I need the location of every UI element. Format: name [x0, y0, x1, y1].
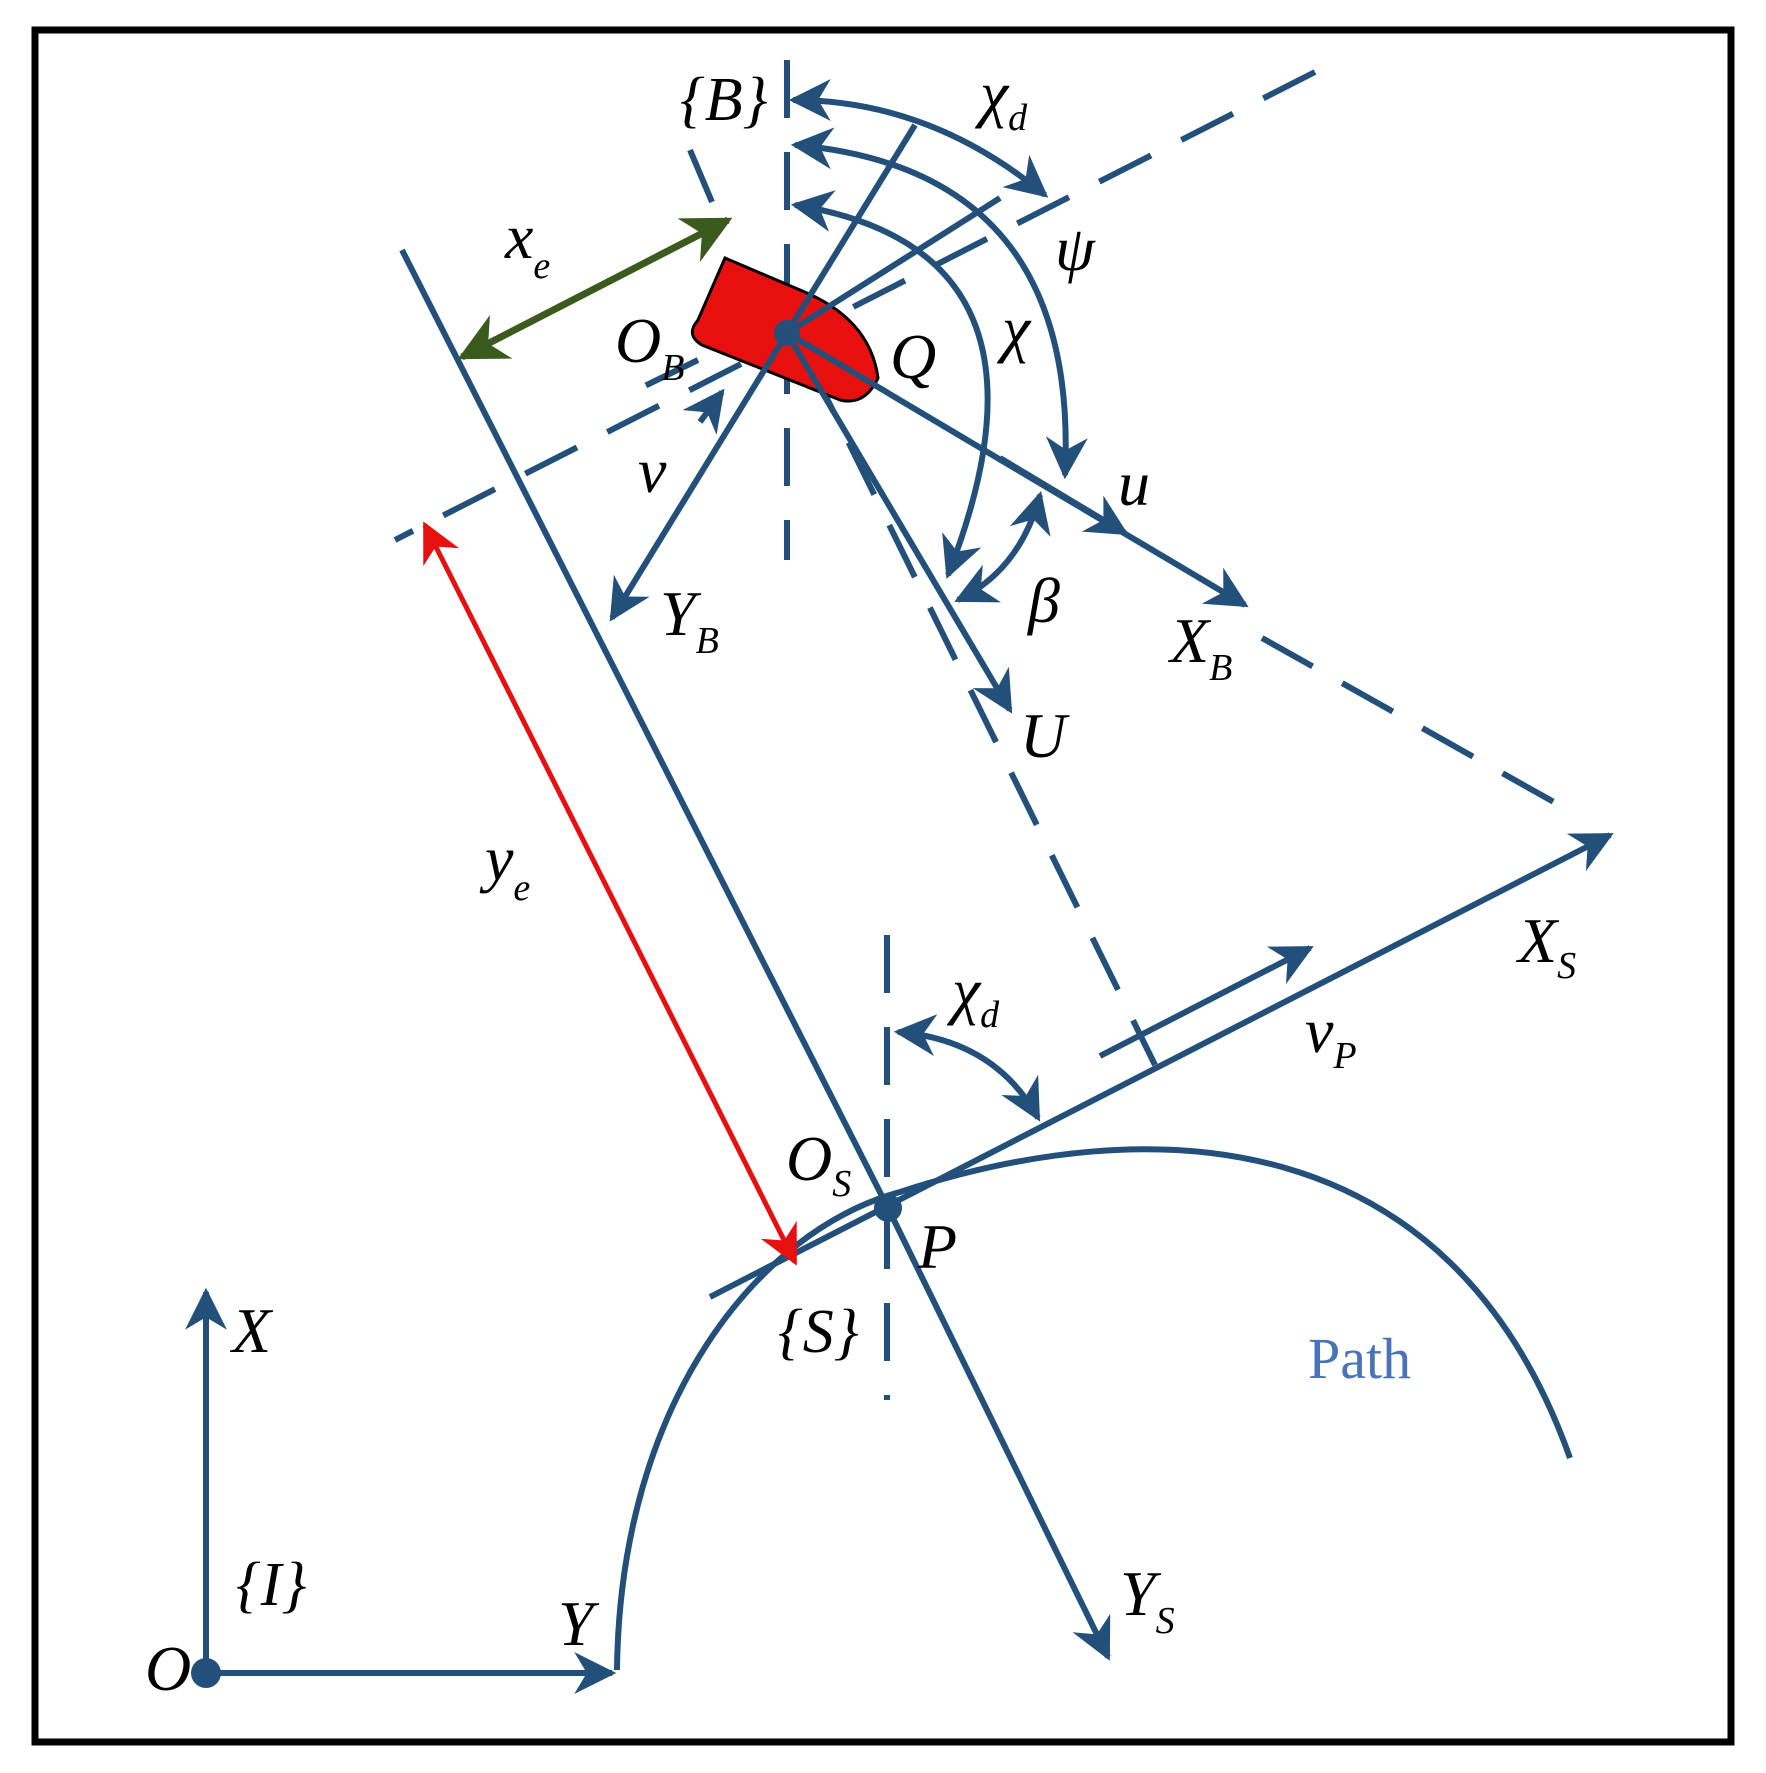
- label-OS: OS: [786, 1123, 851, 1205]
- label-X: X: [229, 1295, 274, 1366]
- label-vP: vP: [1305, 995, 1357, 1077]
- curved-path: [614, 1146, 1573, 1671]
- path-point-dot: [874, 1194, 902, 1222]
- vessel-center-dot: [774, 320, 800, 346]
- label-u: u: [1118, 448, 1150, 519]
- label-path: Path: [1308, 1326, 1411, 1391]
- label-P: P: [917, 1211, 957, 1282]
- label-chi-d-bottom: χd: [946, 955, 1000, 1036]
- xs-axis: [708, 832, 1614, 1300]
- ys-axis: [885, 1206, 1111, 1661]
- label-chi: χ: [996, 293, 1032, 364]
- psi-arc: [790, 127, 1088, 480]
- label-U: U: [1020, 700, 1070, 771]
- path-normal-line: [399, 248, 891, 1210]
- label-frame-I: {I}: [236, 1551, 306, 1619]
- label-YS: YS: [1120, 1558, 1175, 1642]
- body-yb-lower-dashed: [618, 357, 700, 401]
- label-O: O: [145, 1633, 191, 1704]
- body-xb-extension-dashed: [1260, 635, 1570, 813]
- label-v: v: [638, 435, 667, 506]
- label-Y: Y: [558, 1588, 600, 1659]
- vp-arrow: [1098, 945, 1314, 1059]
- label-psi: ψ: [1055, 213, 1096, 284]
- perpendicular-to-path-dashed: [393, 69, 1317, 543]
- v-arrow: [682, 388, 725, 435]
- label-beta: β: [1026, 565, 1060, 636]
- label-xe: xe: [504, 201, 550, 287]
- beta-arc: [954, 490, 1051, 603]
- label-frame-B: {B}: [680, 66, 768, 134]
- label-XS: XS: [1515, 905, 1576, 987]
- label-YB: YB: [660, 578, 719, 662]
- chi-arc: [790, 190, 991, 579]
- ye-arrow: [422, 521, 798, 1266]
- label-XB: XB: [1167, 605, 1232, 689]
- label-OB: OB: [615, 305, 684, 389]
- inertial-origin-dot: [191, 1658, 221, 1688]
- label-chi-d-top: χd: [974, 58, 1028, 139]
- label-ye: ye: [479, 823, 530, 909]
- figure-border: [31, 26, 1735, 1746]
- body-yb-extension-dashed: [687, 148, 715, 204]
- label-frame-S: {S}: [778, 1298, 859, 1366]
- xe-arrow: [457, 216, 733, 361]
- label-Q: Q: [890, 321, 936, 392]
- chi-d-bottom-arc: [893, 1014, 1041, 1122]
